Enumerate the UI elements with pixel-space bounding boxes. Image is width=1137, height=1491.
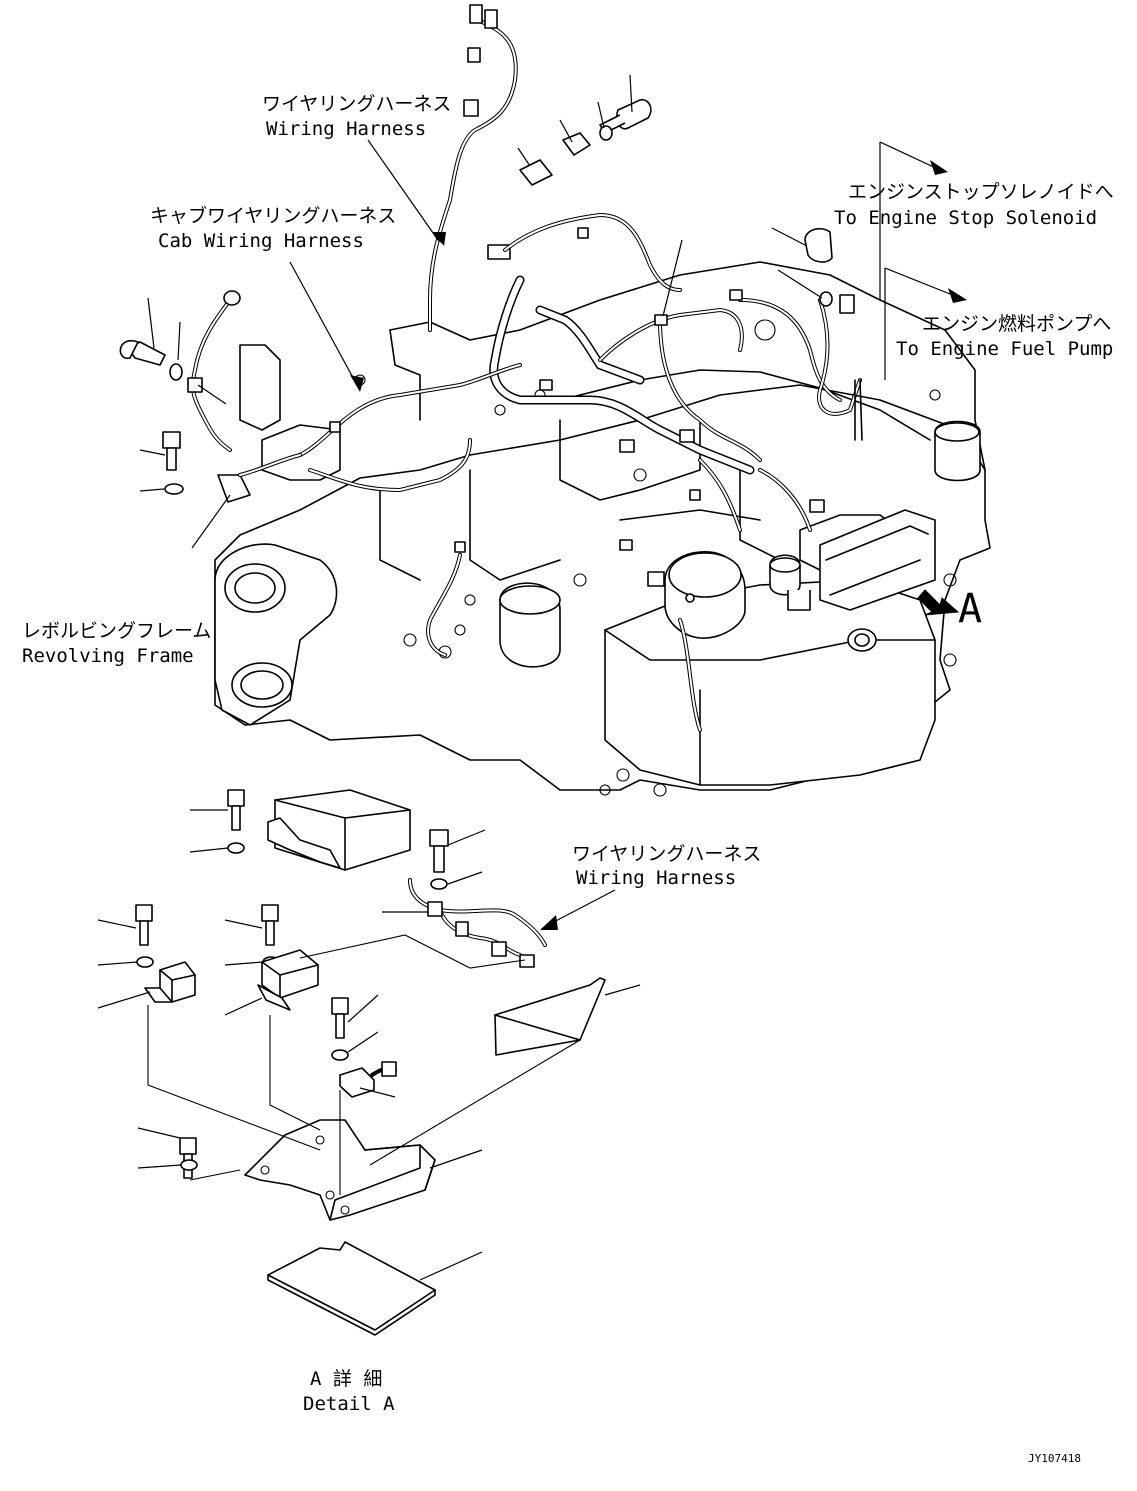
cab-harness-en-label: Cab Wiring Harness [158, 230, 364, 252]
detail-a-jp-label: A 詳 細 [310, 1368, 382, 1390]
wiring-harness-top-drawing [119, 4, 833, 503]
revolving-frame-en-label: Revolving Frame [22, 645, 194, 667]
wiring-harness-top-jp-label: ワイヤリングハーネス [262, 93, 451, 115]
revolving-frame-jp-label: レボルビングフレーム [22, 620, 211, 642]
leader-lines [97, 74, 961, 1281]
fuel-pump-en-label: To Engine Fuel Pump [896, 338, 1113, 360]
revolving-frame-drawing [214, 244, 991, 797]
drawing-id: JY107418 [1028, 1452, 1081, 1465]
detail-a-en-label: Detail A [303, 1393, 395, 1415]
fuel-pump-jp-label: エンジン燃料ポンプへ [922, 313, 1111, 335]
wiring-harness-detail-jp-label: ワイヤリングハーネス [572, 843, 761, 865]
wiring-harness-detail-en-label: Wiring Harness [576, 867, 736, 889]
view-a-arrow [917, 589, 960, 616]
cab-harness-jp-label: キャブワイヤリングハーネス [150, 204, 396, 227]
leader-arrowheads [350, 160, 967, 930]
wiring-harness-top-en-label: Wiring Harness [266, 118, 426, 140]
stop-solenoid-en-label: To Engine Stop Solenoid [834, 207, 1097, 229]
detail-a-drawing [135, 789, 606, 1336]
stop-solenoid-jp-label: エンジンストップソレノイドへ [848, 181, 1114, 203]
view-a-marker: A [958, 586, 982, 632]
